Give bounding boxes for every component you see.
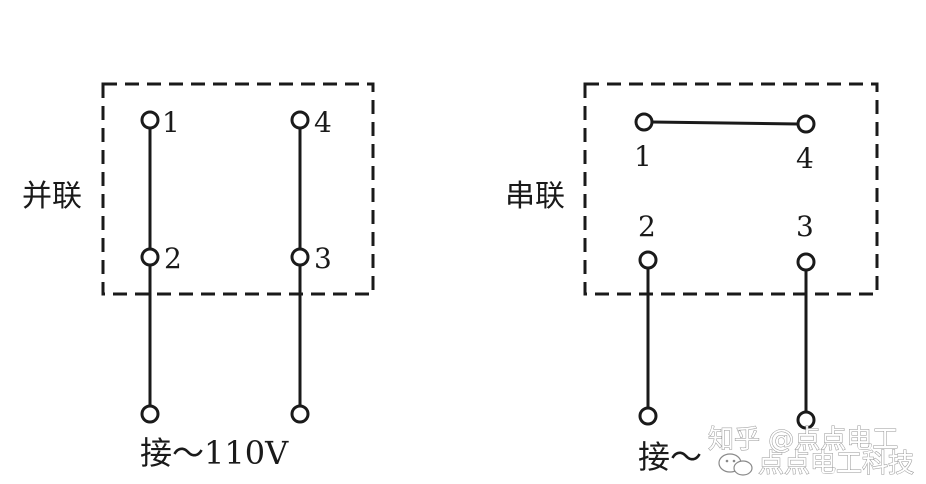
series-connection-panel: 串联 1 4 2 3 接～	[505, 82, 879, 476]
parallel-side-label: 并联	[22, 179, 82, 214]
parallel-terminal-3-label: 3	[314, 242, 332, 275]
parallel-connection-panel: 并联 1 2 4 3 接～110V	[22, 82, 375, 472]
parallel-terminal-2-label: 2	[164, 242, 182, 275]
parallel-junction-box	[101, 82, 375, 296]
series-supply-terminal-left	[638, 406, 658, 426]
series-supply-label: 接～	[638, 438, 702, 476]
series-junction-box	[583, 82, 879, 296]
parallel-terminal-2	[140, 247, 160, 267]
parallel-terminal-4-label: 4	[314, 106, 332, 139]
series-terminal-1	[634, 112, 654, 132]
watermark-line-1: 知乎 @点点电工	[708, 425, 898, 455]
parallel-terminal-4	[290, 110, 310, 130]
series-supply-terminal-right	[796, 410, 816, 430]
series-link-1-4	[651, 120, 799, 126]
watermark: 知乎 @点点电工 点点电工科技	[708, 425, 915, 480]
parallel-supply-terminal-left	[140, 404, 160, 424]
parallel-supply-terminal-right	[290, 404, 310, 424]
parallel-terminal-1-label: 1	[162, 106, 180, 139]
series-terminal-2	[638, 250, 658, 270]
series-terminal-1-label: 1	[634, 140, 652, 173]
parallel-terminal-3	[290, 247, 310, 267]
parallel-terminal-1	[140, 110, 160, 130]
series-terminal-2-label: 2	[638, 210, 656, 243]
series-terminal-3	[796, 252, 816, 272]
series-terminal-4-label: 4	[796, 142, 814, 175]
wechat-icon	[718, 453, 753, 476]
parallel-supply-label: 接～110V	[140, 434, 289, 472]
watermark-line-2: 点点电工科技	[758, 449, 914, 479]
series-terminal-3-label: 3	[796, 210, 814, 243]
series-terminal-4	[796, 114, 816, 134]
series-side-label: 串联	[505, 179, 565, 214]
